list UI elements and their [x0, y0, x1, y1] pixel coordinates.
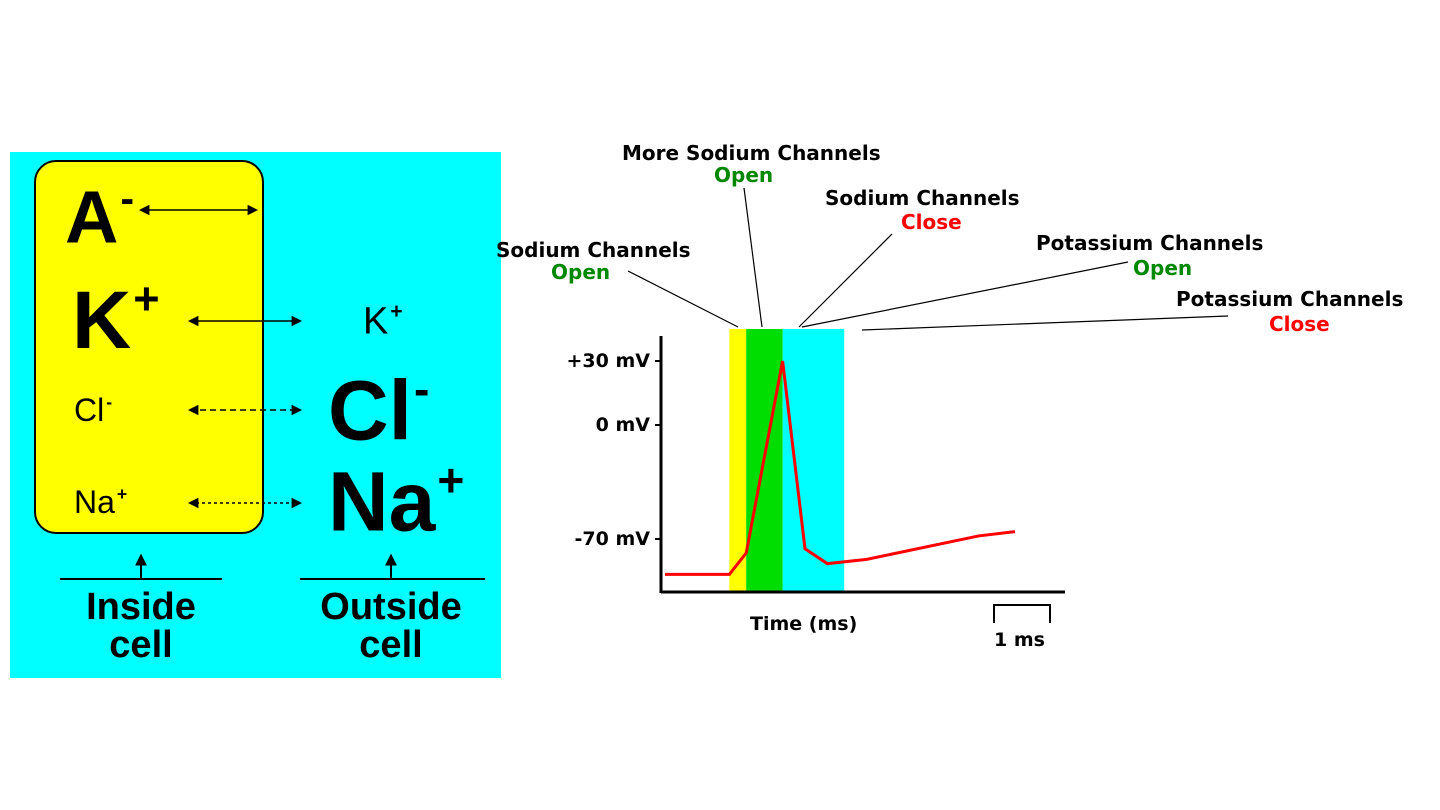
annotation-5-name: Potassium Channels — [1176, 288, 1403, 310]
annotation-2-name: More Sodium Channels — [622, 142, 881, 164]
annotation-4-name: Potassium Channels — [1036, 232, 1263, 254]
annotation-3-name: Sodium Channels — [825, 187, 1020, 209]
y-tick-label-0: 0 mV — [540, 415, 650, 435]
x-axis-label: Time (ms) — [750, 614, 857, 634]
axes — [661, 336, 1065, 593]
phase-band-1 — [729, 329, 746, 592]
annotation-3-state: Close — [901, 211, 962, 233]
annotation-2-state: Open — [714, 164, 773, 186]
annotation-1-state: Open — [551, 261, 610, 283]
annotation-4-state: Open — [1133, 257, 1192, 279]
y-tick-label-plus30: +30 mV — [540, 351, 650, 371]
y-tick-label-minus70: -70 mV — [540, 529, 650, 549]
scale-bar-label: 1 ms — [994, 630, 1045, 650]
scale-bar — [994, 605, 1050, 623]
annotation-5-state: Close — [1269, 313, 1330, 335]
annotation-1-name: Sodium Channels — [496, 239, 691, 261]
